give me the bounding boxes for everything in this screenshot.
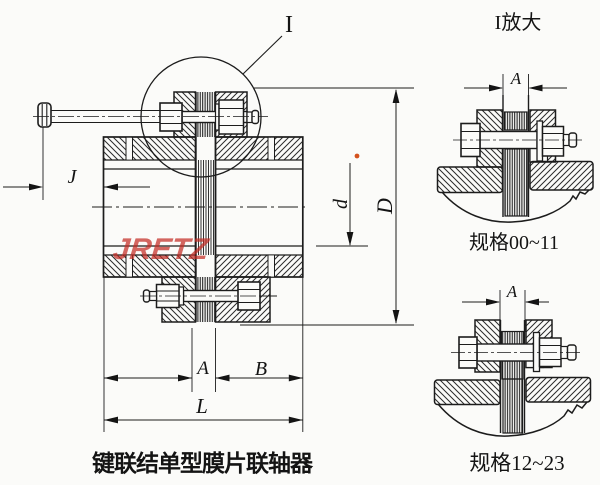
watermark-logo: JRETZ [111,233,210,266]
dim-label-A: A [195,358,209,379]
extension-lines [42,87,414,432]
detail-ref-label: I [285,12,293,38]
main-view [33,35,414,432]
bottom-bolt-assembly [140,276,277,323]
detail-panel-title: I放大 [495,11,542,34]
detail-view-2 [433,290,592,437]
detail2-dim-label-A: A [506,282,518,301]
dimension-D [392,89,400,324]
dimensions [3,89,400,424]
dimension-J [3,183,150,191]
red-marker-dot [354,153,360,159]
detail2-dim-A [462,290,549,332]
detail1-dim-label-A: A [510,69,522,88]
dimension-A-B-row [104,374,303,382]
key-symbol [37,102,52,128]
detail-circle [140,35,283,178]
detail2-caption: 规格12~23 [469,451,564,475]
dim-label-L: L [195,394,208,418]
detail-view-1 [436,74,594,223]
dim-label-d: d [330,198,352,209]
detail1-caption: 规格00~11 [469,231,559,254]
dim-label-B: B [255,358,267,380]
main-caption: 键联结单型膜片联轴器 [92,450,314,476]
dimension-d [346,163,354,246]
dim-label-J: J [68,166,78,188]
dim-label-D: D [372,198,397,215]
dimension-L [104,416,303,424]
top-bolt-assembly [33,91,268,138]
